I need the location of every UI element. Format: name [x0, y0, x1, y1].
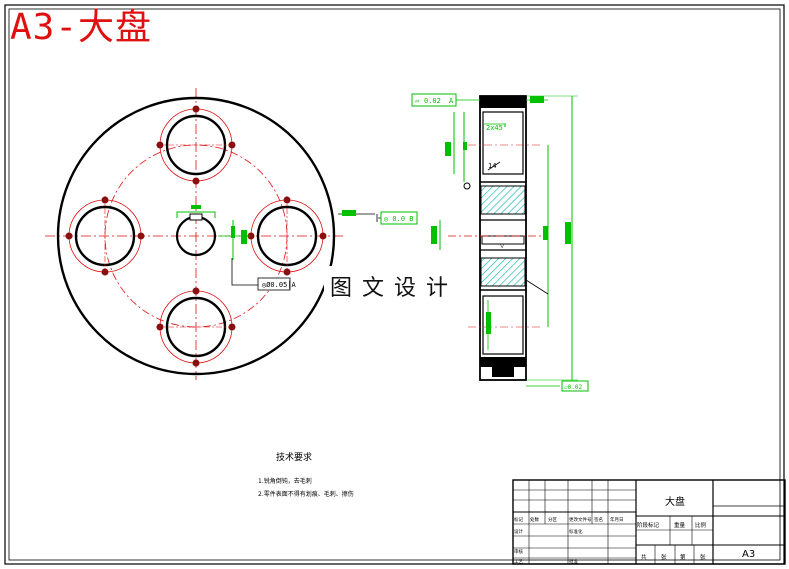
notes-title: 技术要求 — [276, 451, 312, 463]
sign-row-design: 设计 — [514, 528, 523, 535]
svg-text:▱0.02: ▱0.02 — [564, 384, 582, 391]
position-callout — [380, 211, 418, 225]
sign-row-standard: 标准化 — [569, 528, 583, 535]
inner-frame — [8, 8, 781, 561]
note-item-1: 1.锐角倒钝，去毛刺 — [258, 477, 312, 485]
bottom-band — [480, 357, 526, 367]
stage-mark-label: 阶段标记 — [637, 521, 660, 529]
weight-label: 重量 — [674, 521, 686, 529]
svg-text:◎ 0.0 B: ◎ 0.0 B — [384, 215, 414, 223]
scale-label: 比例 — [695, 521, 707, 529]
rev-header-sign: 签名 — [594, 516, 603, 523]
bottom-callout — [561, 380, 589, 392]
sheet-unit-label-1: 张 — [661, 553, 667, 561]
sheet-title: A3-大盘 — [10, 7, 153, 48]
technical-notes: 技术要求 1.锐角倒钝，去毛刺 2.零件表面不得有划痕、毛刺、擦伤 — [258, 451, 354, 498]
datum-callout-box — [257, 277, 291, 291]
svg-text:▱: ▱ — [415, 97, 420, 105]
watermark: 图文设计 — [324, 266, 465, 306]
section-view: ▱ 0.02 A 2x45° ◎ 0.0 B 14 ▽ ▱0.02 — [378, 93, 589, 392]
sheet-size-label: A3 — [742, 549, 755, 560]
hole-right — [247, 196, 327, 276]
flatness-callout — [411, 93, 457, 107]
rev-header-mark: 标记 — [514, 516, 523, 523]
rev-header-date: 年月日 — [610, 516, 624, 523]
keyway-dimension — [176, 211, 216, 218]
sheet-unit-label-2: 张 — [700, 553, 706, 561]
note-item-2: 2.零件表面不得有划痕、毛刺、擦伤 — [258, 490, 354, 498]
outer-frame — [4, 4, 785, 565]
roughness-label: 14 — [488, 162, 496, 170]
flatness-value: 0.02 — [424, 97, 441, 105]
sheet-total-label: 共 — [641, 553, 647, 561]
rev-header-count: 处数 — [530, 516, 539, 523]
hole-bottom — [156, 287, 236, 367]
rev-header-zone: 分区 — [548, 516, 557, 523]
sign-row-approve: 批准 — [569, 558, 578, 565]
hole-left — [65, 196, 145, 276]
hatch-web-lower — [480, 257, 526, 287]
sign-row-review: 审核 — [514, 548, 523, 555]
svg-text:▽: ▽ — [500, 242, 505, 250]
rev-header-doc: 更改文件号 — [569, 516, 592, 523]
datum-callout-text: ◎Ø0.05│A — [262, 280, 297, 289]
sign-row-process: 工艺 — [514, 559, 523, 565]
part-name: 大盘 — [665, 495, 685, 508]
outer-disc — [56, 96, 336, 376]
flatness-datum: A — [449, 97, 454, 105]
sheet-index-label: 第 — [680, 553, 686, 561]
keyway — [189, 213, 203, 221]
hole-top — [156, 105, 236, 185]
front-view: ◎Ø0.05│A — [45, 88, 378, 380]
chamfer-label: 2x45° — [486, 124, 507, 132]
top-band — [480, 96, 526, 108]
hatch-web-upper — [480, 185, 526, 215]
title-block — [512, 479, 786, 565]
